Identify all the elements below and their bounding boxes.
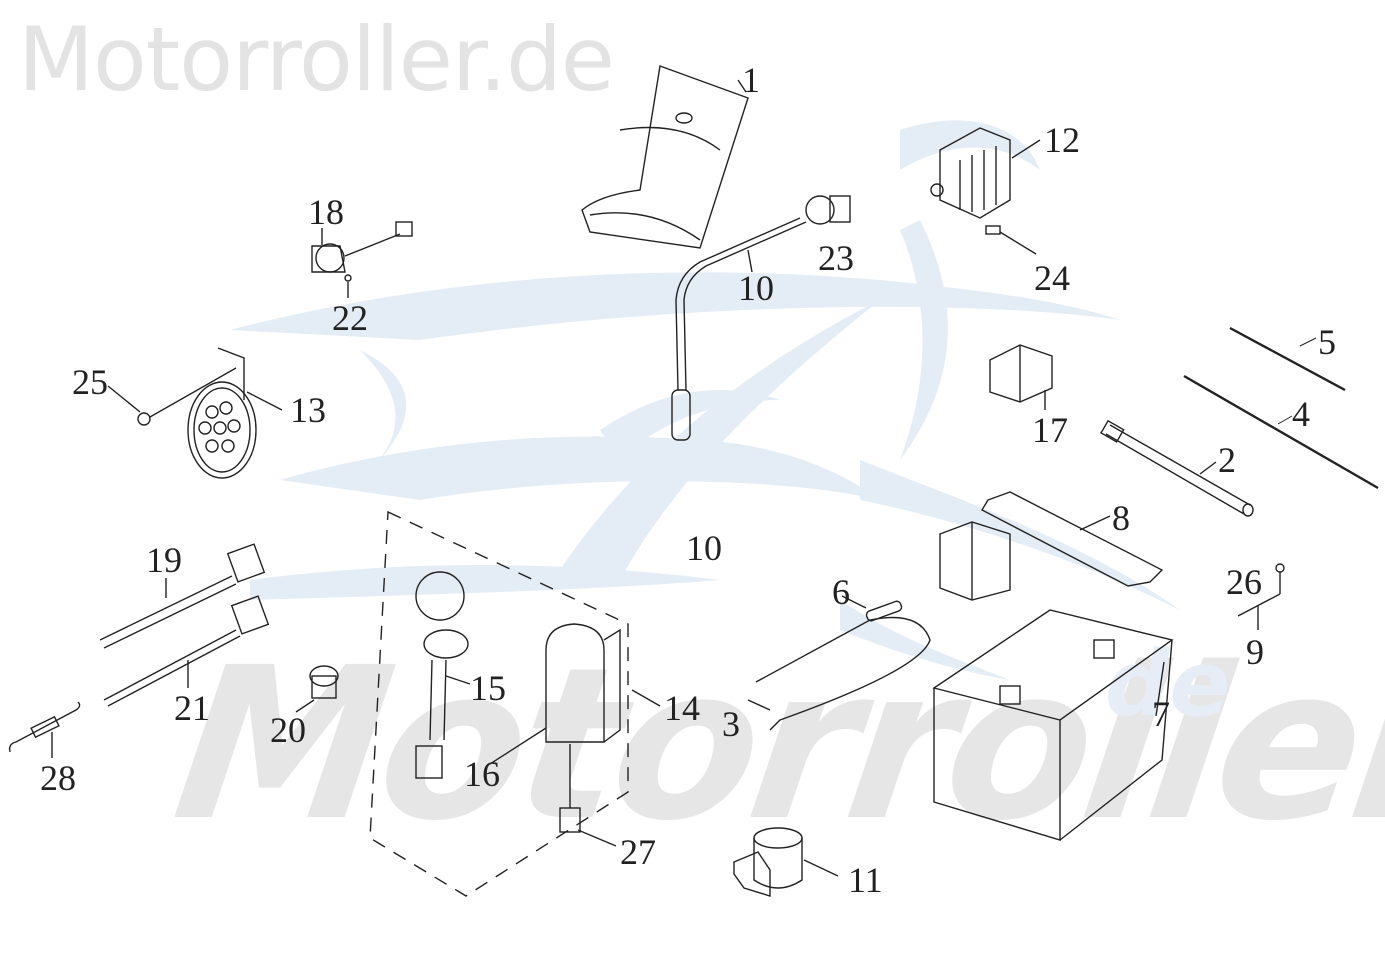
callout-26: 26 xyxy=(1226,562,1262,602)
part-regulator xyxy=(930,127,1041,255)
part-ground-cable xyxy=(1237,563,1285,630)
watermark-top: Motorroller.de xyxy=(18,8,615,111)
part-tube xyxy=(1100,419,1254,517)
part-cable-ties xyxy=(1183,326,1379,490)
callout-11: 11 xyxy=(848,860,883,900)
callout-28: 28 xyxy=(40,758,76,798)
part-sensor xyxy=(295,665,339,713)
callout-27: 27 xyxy=(620,832,656,872)
callout-15: 15 xyxy=(470,668,506,708)
part-lock-set-box xyxy=(369,510,629,897)
part-horn xyxy=(107,347,283,479)
scooter-logo-watermark xyxy=(230,120,1180,680)
callout-1: 1 xyxy=(742,60,760,100)
part-battery-strap xyxy=(981,491,1164,587)
callout-10-upper: 10 xyxy=(738,268,774,308)
callout-13: 13 xyxy=(290,390,326,430)
part-battery-cover xyxy=(581,65,749,249)
part-connector-unit xyxy=(939,521,1011,601)
part-brake-switches xyxy=(99,543,270,707)
callout-10-lower: 10 xyxy=(686,528,722,568)
part-fuse xyxy=(747,595,931,731)
callout-21: 21 xyxy=(174,688,210,728)
part-ignition-switch xyxy=(415,571,471,779)
callout-14: 14 xyxy=(664,688,700,728)
callout-22: 22 xyxy=(332,298,368,338)
callout-20: 20 xyxy=(270,710,306,750)
part-lock-cover xyxy=(489,623,661,847)
part-starter-relay xyxy=(311,221,413,298)
callout-4: 4 xyxy=(1292,394,1310,434)
part-battery xyxy=(932,609,1174,841)
callout-25: 25 xyxy=(72,362,108,402)
callout-8: 8 xyxy=(1112,498,1130,538)
callout-23: 23 xyxy=(818,238,854,278)
callout-6: 6 xyxy=(832,572,850,612)
part-flasher-relay xyxy=(733,827,839,897)
callout-5: 5 xyxy=(1318,322,1336,362)
callout-18: 18 xyxy=(308,192,344,232)
part-ignition-coil-cable xyxy=(671,195,851,441)
callout-17: 17 xyxy=(1032,410,1068,450)
callout-3: 3 xyxy=(722,704,740,744)
callout-19: 19 xyxy=(146,540,182,580)
callout-7: 7 xyxy=(1152,694,1170,734)
callout-16: 16 xyxy=(464,754,500,794)
callout-2: 2 xyxy=(1218,440,1236,480)
callout-24: 24 xyxy=(1034,258,1070,298)
part-relay xyxy=(989,344,1053,410)
part-spring xyxy=(8,701,81,758)
callout-12: 12 xyxy=(1044,120,1080,160)
callout-9: 9 xyxy=(1246,632,1264,672)
